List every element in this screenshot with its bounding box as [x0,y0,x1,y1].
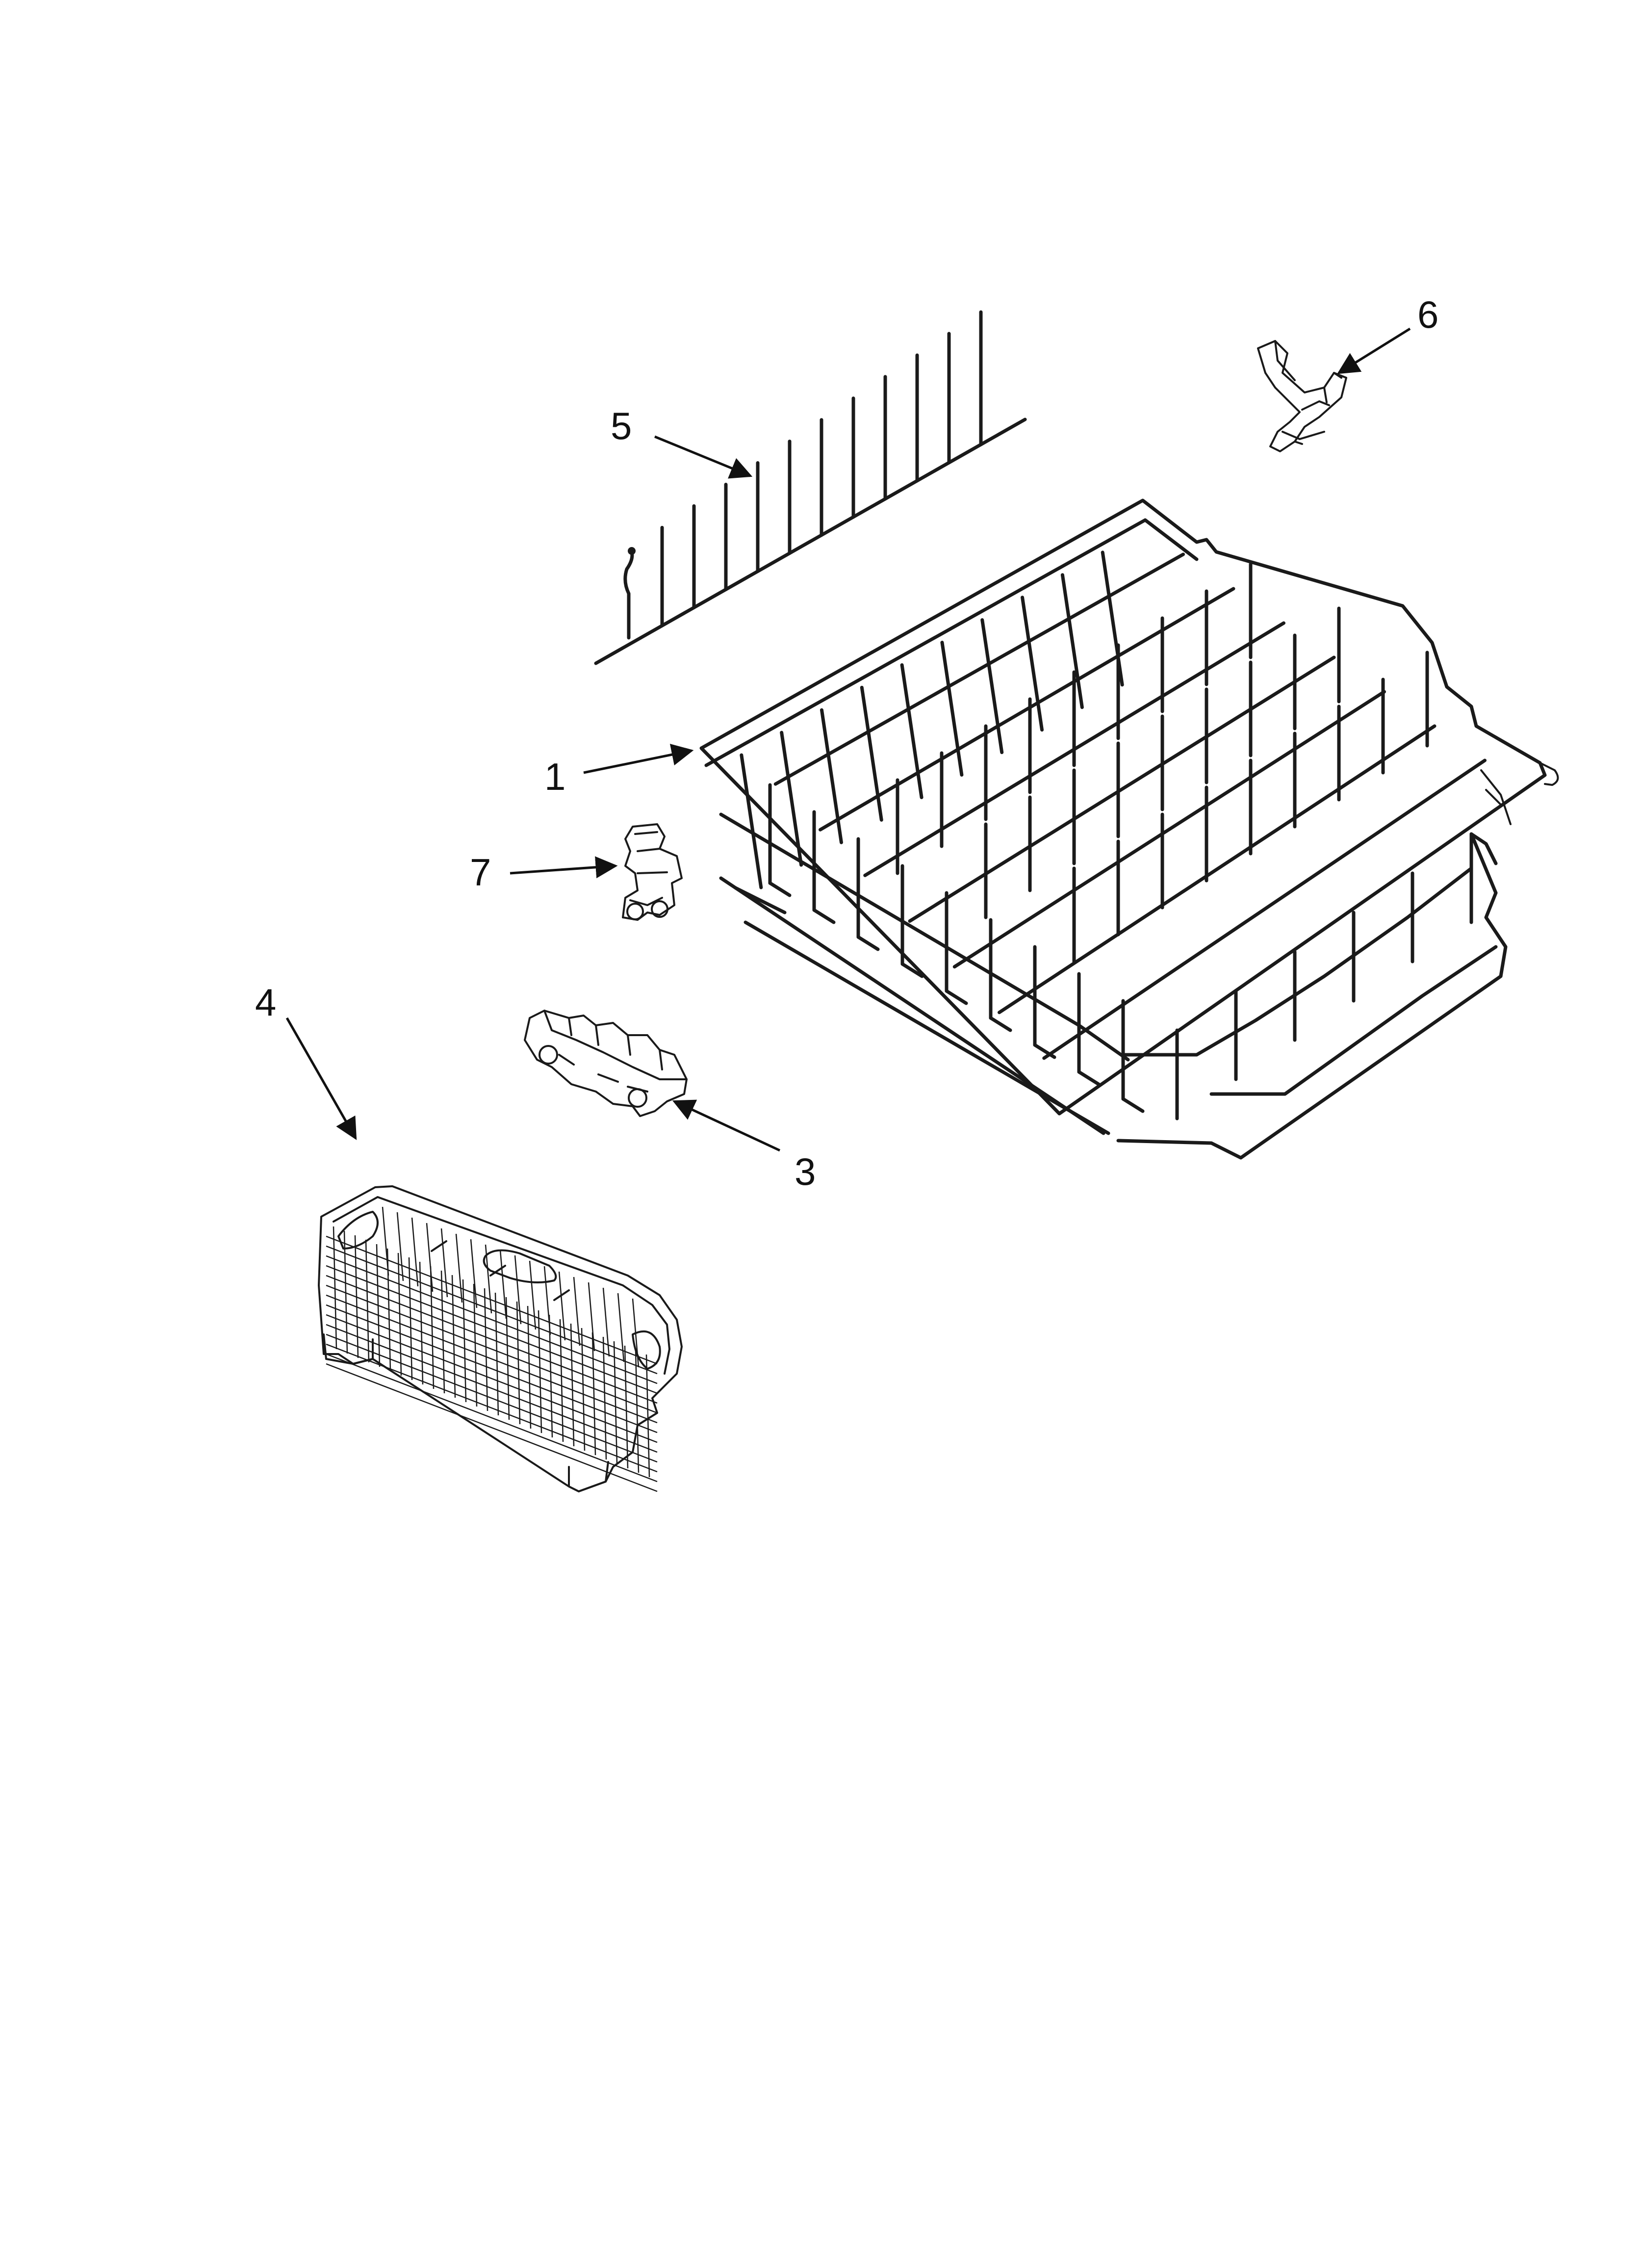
leader-4 [285,1017,357,1140]
callout-5: 5 [611,404,632,447]
rack-bracket-part [622,823,683,921]
leader-5 [654,435,753,479]
tine-row-part [594,310,1027,665]
callout-6: 6 [1417,293,1438,336]
roller-bracket-part [524,1010,688,1117]
callout-3: 3 [795,1150,816,1193]
leader-lines [285,327,1411,1152]
callout-1: 1 [544,755,565,798]
leader-1 [583,744,694,774]
leader-3 [672,1099,781,1152]
callout-7: 7 [470,851,491,894]
callout-4: 4 [255,981,276,1024]
leader-6 [1337,327,1411,374]
lower-dishrack-part [699,498,1559,1160]
leader-7 [510,856,618,879]
rack-clip-part [1257,340,1347,452]
silverware-basket-part [318,1185,683,1492]
